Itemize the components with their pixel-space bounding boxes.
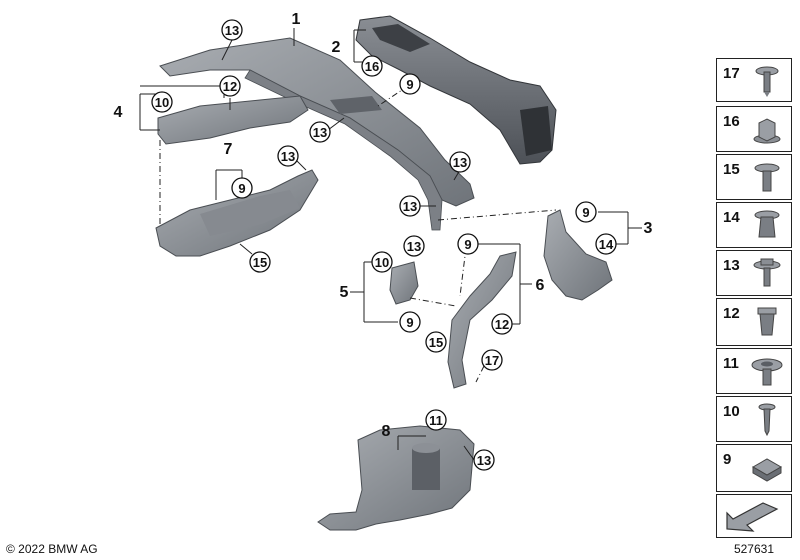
svg-text:9: 9 <box>464 237 471 252</box>
svg-text:9: 9 <box>238 181 245 196</box>
screw-collar-icon <box>755 66 779 97</box>
callout-13-part8: 13 <box>473 449 495 471</box>
callout-14-part3: 14 <box>595 233 617 255</box>
svg-text:13: 13 <box>225 23 239 38</box>
legend-number: 13 <box>723 257 740 274</box>
svg-text:9: 9 <box>406 77 413 92</box>
part-label-5: 5 <box>340 284 349 301</box>
legend-number: 16 <box>723 113 740 130</box>
diagram-id: 527631 <box>733 542 774 556</box>
svg-text:9: 9 <box>582 205 589 220</box>
callout-10-left: 10 <box>151 91 173 113</box>
part-4-upper-panel <box>157 95 309 145</box>
svg-text:16: 16 <box>365 59 379 74</box>
legend-item-17: 17 <box>716 58 792 102</box>
svg-text:13: 13 <box>313 125 327 140</box>
callout-9-part3: 9 <box>575 201 597 223</box>
legend-number: 10 <box>723 403 740 420</box>
svg-text:13: 13 <box>453 155 467 170</box>
self-tapping-screw-icon <box>758 403 776 437</box>
legend-item-arrow <box>716 494 792 538</box>
legend-item-14: 14 <box>716 202 792 248</box>
part-3-side-bracket <box>543 209 613 301</box>
part-label-2: 2 <box>332 39 341 56</box>
legend-number: 17 <box>723 65 740 82</box>
part-8-base-bracket <box>317 425 475 531</box>
legend-number: 9 <box>723 451 732 468</box>
callout-9-part6: 9 <box>457 233 479 255</box>
part-5-small-bracket <box>389 261 419 305</box>
legend-number: 14 <box>723 209 740 226</box>
leader-lines-solid <box>139 28 642 461</box>
hex-nut-icon <box>753 118 781 144</box>
rivet-nut-icon <box>751 358 783 386</box>
part-label-1: 1 <box>292 11 301 28</box>
callout-17-part6: 17 <box>481 349 503 371</box>
svg-text:10: 10 <box>375 255 389 270</box>
part-6-strut <box>447 251 517 389</box>
callout-13-top: 13 <box>221 19 243 41</box>
callout-11-part8: 11 <box>425 409 447 431</box>
svg-text:15: 15 <box>253 255 267 270</box>
callout-10-part5: 10 <box>371 251 393 273</box>
callout-16-duct: 16 <box>361 55 383 77</box>
callout-15-part6: 15 <box>425 331 447 353</box>
legend-item-11: 11 <box>716 348 792 394</box>
square-nut-icon <box>757 307 777 336</box>
part-1-main-bracket <box>159 37 475 231</box>
expanding-nut-icon <box>754 210 780 238</box>
callout-15-left: 15 <box>249 251 271 273</box>
callout-12-part6: 12 <box>491 313 513 335</box>
legend-number: 11 <box>723 355 739 372</box>
callout-9-duct: 9 <box>399 73 421 95</box>
part-label-8: 8 <box>382 423 391 440</box>
callout-13-part5: 13 <box>403 235 425 257</box>
svg-text:10: 10 <box>155 95 169 110</box>
legend-number: 12 <box>723 305 740 322</box>
clip-nut-icon <box>751 458 783 482</box>
flange-bolt-icon <box>753 258 781 287</box>
svg-text:15: 15 <box>429 335 443 350</box>
legend-item-12: 12 <box>716 298 792 346</box>
legend-item-16: 16 <box>716 106 792 152</box>
callout-9-part7: 9 <box>231 177 253 199</box>
callout-13-part7: 13 <box>277 145 299 167</box>
svg-text:13: 13 <box>407 239 421 254</box>
legend-item-10: 10 <box>716 396 792 442</box>
legend-number: 15 <box>723 161 740 178</box>
callout-13-right-upper: 13 <box>449 151 471 173</box>
part-2-air-duct <box>355 15 557 165</box>
svg-text:9: 9 <box>406 315 413 330</box>
legend-item-9: 9 <box>716 444 792 492</box>
callout-9-part5: 9 <box>399 311 421 333</box>
part-label-6: 6 <box>536 277 545 294</box>
arrow-direction-icon <box>726 502 779 532</box>
legend-item-13: 13 <box>716 250 792 296</box>
callout-12-upper: 12 <box>219 75 241 97</box>
svg-text:17: 17 <box>485 353 499 368</box>
part-label-4: 4 <box>114 104 123 121</box>
svg-text:12: 12 <box>495 317 509 332</box>
svg-text:12: 12 <box>223 79 237 94</box>
svg-text:11: 11 <box>429 413 443 428</box>
legend-item-15: 15 <box>716 154 792 200</box>
part-7-lower-panel <box>155 169 319 257</box>
svg-text:14: 14 <box>599 237 614 252</box>
svg-text:13: 13 <box>281 149 295 164</box>
part-label-3: 3 <box>644 220 653 237</box>
callout-13-mid: 13 <box>399 195 421 217</box>
leader-lines <box>159 85 557 383</box>
hex-bolt-icon <box>754 163 780 192</box>
svg-text:13: 13 <box>403 199 417 214</box>
svg-text:13: 13 <box>477 453 491 468</box>
part-label-7: 7 <box>224 141 233 158</box>
copyright-text: © 2022 BMW AG <box>6 542 98 556</box>
callout-13-center: 13 <box>309 121 331 143</box>
